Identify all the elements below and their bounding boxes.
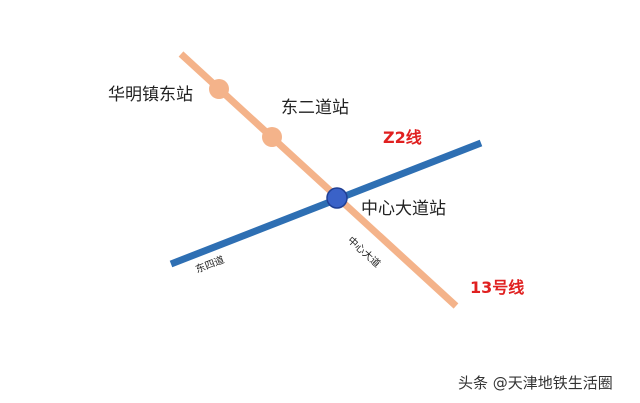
line-13-label: 13号线 — [470, 278, 524, 297]
huaming-east-station-marker[interactable] — [209, 79, 229, 99]
zhongxin-avenue-station-label: 中心大道站 — [361, 199, 446, 219]
line-13-track — [178, 51, 459, 309]
watermark-text: 头条 @天津地铁生活圈 — [458, 374, 613, 392]
zhongxin-avenue-station-marker[interactable] — [326, 187, 348, 209]
dongerdao-station-marker[interactable] — [262, 127, 282, 147]
huaming-east-station-label: 华明镇东站 — [108, 85, 193, 105]
dongerdao-station-label: 东二道站 — [281, 98, 349, 118]
line-z2-track — [169, 139, 483, 268]
zhongxin-avenue-road-label: 中心大道 — [345, 234, 383, 270]
line-z2-label: Z2线 — [383, 128, 422, 147]
